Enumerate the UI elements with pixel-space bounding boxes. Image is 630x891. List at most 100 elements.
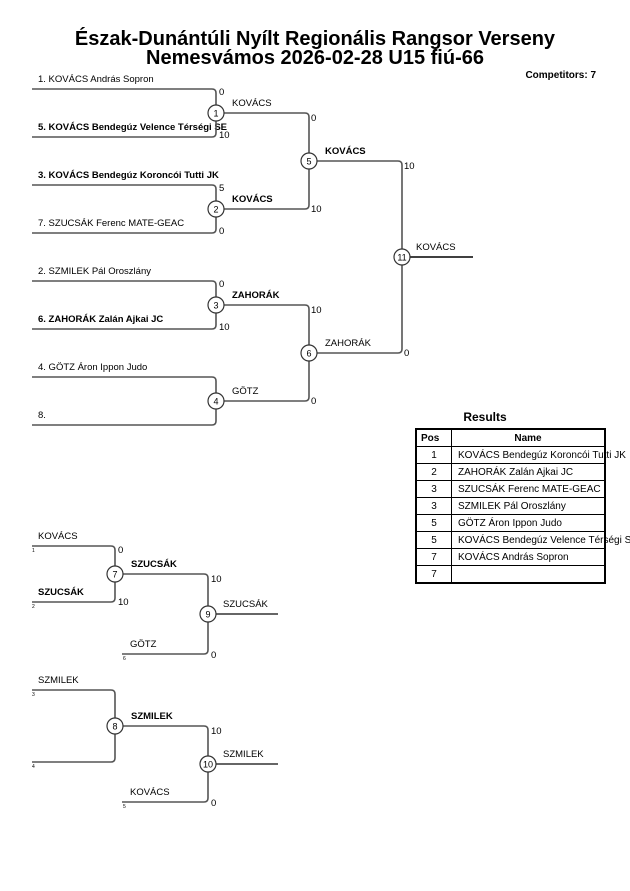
match-circle-number: 9 [205, 610, 210, 620]
repechage-ref: 3 [32, 692, 35, 698]
repechage-entry: SZUCSÁK [38, 587, 84, 598]
competitors-count: Competitors: 7 [525, 70, 596, 81]
match-circle-number: 7 [112, 570, 117, 580]
result-pos: 5 [415, 531, 452, 549]
match-circle [207, 296, 225, 314]
score-label: 0 [118, 545, 123, 556]
match-circle-number: 3 [213, 301, 218, 311]
result-name: GÖTZ Áron Ippon Judo [451, 514, 606, 532]
repechage-connector [32, 689, 116, 763]
winner-label: SZUCSÁK [223, 599, 269, 610]
winner-label: ZAHORÁK [232, 290, 280, 301]
column-header-pos: Pos [415, 428, 452, 447]
repechage-entry: GÖTZ [130, 639, 157, 650]
score-label: 10 [219, 322, 230, 333]
result-pos: 3 [415, 480, 452, 498]
results-title: Results [463, 410, 507, 424]
match-circle-number: 2 [213, 205, 218, 215]
match-circle [300, 152, 318, 170]
entry-label: 8. [38, 410, 46, 421]
repechage-connector [115, 573, 209, 655]
entry-label: 4. GÖTZ Áron Ippon Judo [38, 362, 147, 373]
winner-label: SZUCSÁK [131, 559, 177, 570]
result-pos: 1 [415, 446, 452, 464]
score-label: 5 [219, 183, 224, 194]
entry-label: 5. KOVÁCS Bendegúz Velence Térségi SE [38, 122, 227, 133]
match-circle [199, 605, 217, 623]
winner-label: ZAHORÁK [325, 338, 372, 349]
result-pos: 2 [415, 463, 452, 481]
score-label: 10 [211, 574, 222, 585]
winner-label: KOVÁCS [416, 242, 456, 253]
score-label: 10 [118, 597, 129, 608]
match-circle-number: 11 [397, 253, 406, 263]
result-name: KOVÁCS Bendegúz Velence Térségi SE [451, 531, 630, 549]
result-pos: 5 [415, 514, 452, 532]
repechage-ref: 4 [32, 764, 35, 770]
match-circle-number: 4 [213, 397, 218, 407]
winner-label: KOVÁCS [232, 194, 273, 205]
repechage-ref: 1 [32, 548, 35, 554]
winner-label: SZMILEK [223, 749, 264, 760]
match-circle [207, 392, 225, 410]
match-circle [300, 344, 318, 362]
score-label: 10 [404, 161, 415, 172]
winner-label: SZMILEK [131, 711, 173, 722]
page-title: Észak-Dunántúli Nyílt Regionális Rangsor… [74, 28, 556, 50]
score-label: 0 [219, 279, 224, 290]
result-pos: 7 [415, 565, 452, 584]
entry-label: 2. SZMILEK Pál Oroszlány [38, 266, 151, 277]
result-name: KOVÁCS Bendegúz Koroncói Tutti JK [451, 446, 626, 464]
result-name: KOVÁCS András Sopron [451, 548, 606, 566]
match-connector [32, 376, 217, 426]
score-label: 0 [404, 348, 409, 359]
score-label: 10 [219, 130, 230, 141]
entry-label: 1. KOVÁCS András Sopron [38, 74, 154, 85]
score-label: 0 [219, 226, 224, 237]
result-name: SZUCSÁK Ferenc MATE-GEAC [451, 480, 606, 498]
match-circle [199, 755, 217, 773]
winner-label: KOVÁCS [232, 98, 272, 109]
repechage-entry: KOVÁCS [130, 787, 170, 798]
result-name: ZAHORÁK Zalán Ajkai JC [451, 463, 606, 481]
repechage-entry: SZMILEK [38, 675, 79, 686]
repechage-ref: 5 [123, 804, 126, 810]
score-label: 10 [311, 204, 322, 215]
column-header-name: Name [451, 428, 606, 447]
score-label: 0 [311, 396, 316, 407]
score-label: 0 [311, 113, 316, 124]
entry-label: 6. ZAHORÁK Zalán Ajkai JC [38, 314, 163, 325]
winner-label: KOVÁCS [325, 146, 366, 157]
score-label: 10 [311, 305, 322, 316]
match-circle-number: 6 [306, 349, 311, 359]
repechage-entry: KOVÁCS [38, 531, 78, 542]
score-label: 10 [211, 726, 222, 737]
match-circle-number: 1 [213, 109, 218, 119]
final-connector [309, 160, 403, 354]
match-connector [216, 304, 310, 402]
result-pos: 3 [415, 497, 452, 515]
match-circle-number: 5 [306, 157, 311, 167]
results-row: 7 [415, 565, 606, 584]
match-circle-number: 8 [112, 722, 117, 732]
winner-label: GÖTZ [232, 386, 259, 397]
score-label: 0 [211, 798, 216, 809]
match-circle [207, 200, 225, 218]
match-circle [393, 248, 411, 266]
page-subtitle: Nemesvámos 2026-02-28 U15 fiú-66 [146, 47, 484, 69]
results-header-row: Pos Name [415, 428, 606, 447]
entry-label: 7. SZUCSÁK Ferenc MATE-GEAC [38, 218, 184, 229]
entry-label: 3. KOVÁCS Bendegúz Koroncói Tutti JK [38, 170, 219, 181]
repechage-ref: 6 [123, 656, 126, 662]
repechage-ref: 2 [32, 604, 35, 610]
match-circle [207, 104, 225, 122]
match-circle [106, 717, 124, 735]
